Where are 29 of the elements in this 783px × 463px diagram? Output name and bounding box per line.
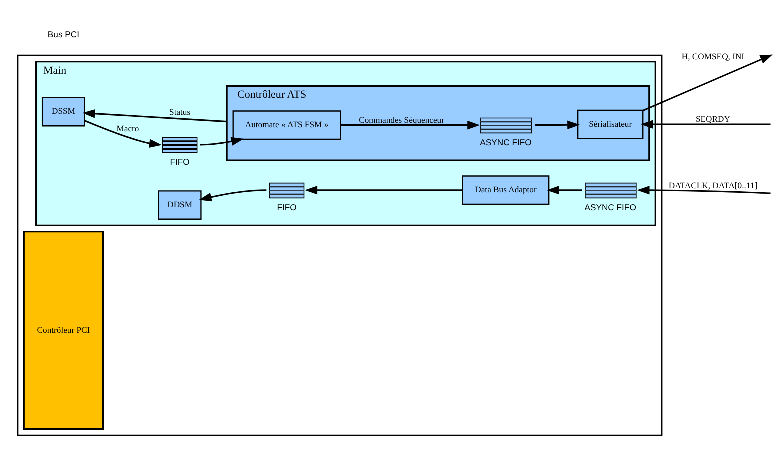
edge-label: Status bbox=[170, 106, 191, 117]
edge-label: DATACLK, DATA[0..11] bbox=[668, 180, 758, 191]
node-box: DDSM bbox=[158, 190, 202, 220]
arrow bbox=[340, 120, 480, 130]
node-box: Data Bus Adaptor bbox=[462, 176, 550, 206]
node-label: FIFO bbox=[277, 202, 297, 213]
node-box: Automate « ATS FSM » bbox=[232, 110, 342, 140]
edge-label: H, COMSEQ, INI bbox=[682, 51, 745, 62]
edge-label: SEQRDY bbox=[696, 114, 730, 124]
node-label: ASYNC FIFO bbox=[480, 138, 532, 148]
label: Bus PCI bbox=[48, 29, 80, 40]
node-label: FIFO bbox=[170, 157, 190, 168]
arrow bbox=[637, 186, 771, 195]
arrow bbox=[82, 109, 228, 123]
node-label: ASYNC FIFO bbox=[584, 202, 636, 213]
node-box: Contrôleur PCI bbox=[23, 231, 104, 430]
cluster bbox=[17, 54, 663, 436]
edge-label: Macro bbox=[116, 123, 140, 134]
arrow bbox=[199, 190, 267, 202]
arrow bbox=[642, 54, 773, 112]
arrow bbox=[546, 186, 582, 195]
arrow bbox=[640, 120, 771, 129]
arrow bbox=[534, 120, 580, 130]
arrow bbox=[84, 120, 162, 148]
arrow bbox=[305, 186, 463, 195]
edge-label: Commandes Séquenceur bbox=[359, 114, 444, 125]
node-box: DSSM bbox=[42, 97, 86, 127]
node-box: Sérialisateur bbox=[578, 110, 644, 140]
arrow bbox=[200, 137, 244, 146]
